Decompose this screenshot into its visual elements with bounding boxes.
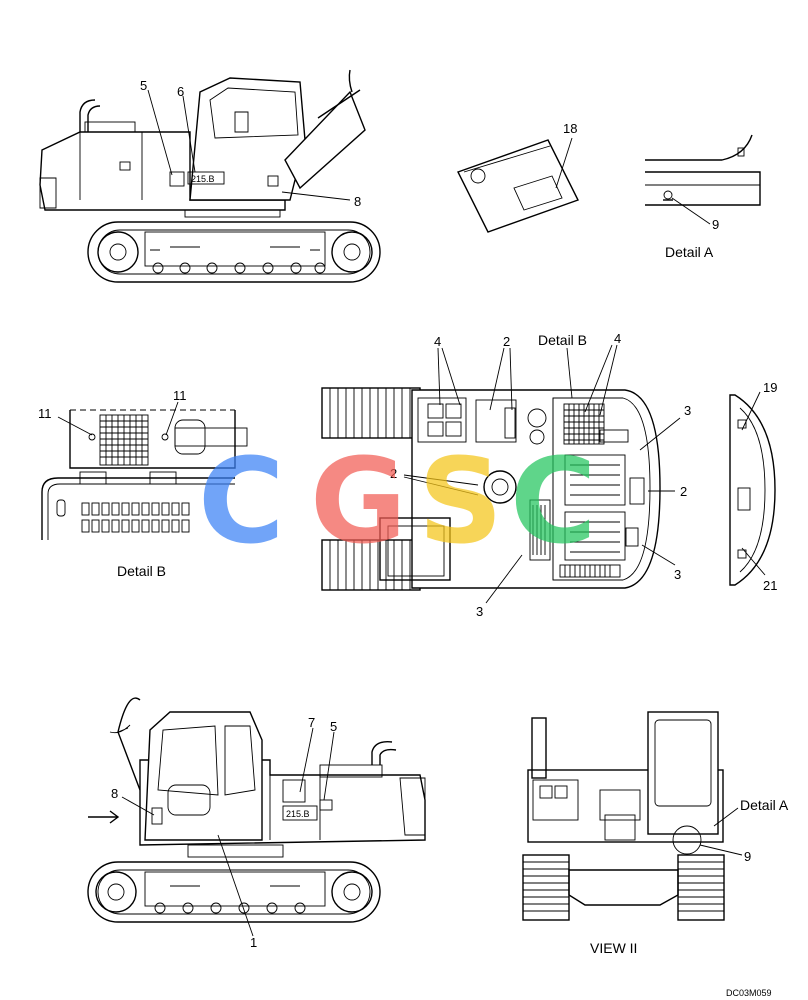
callout-9-detail-a: 9 bbox=[712, 217, 719, 232]
callout-9-rear: 9 bbox=[744, 849, 751, 864]
detail-b-label: Detail B bbox=[117, 563, 166, 579]
drawing-code: DC03M059 bbox=[726, 988, 772, 998]
callout-11-left: 11 bbox=[38, 406, 52, 421]
detail-a-ref: Detail A bbox=[740, 797, 789, 813]
callout-1: 1 bbox=[250, 935, 257, 950]
excavator-side-view-bottom: 215.B 7 5 8 1 bbox=[87, 697, 426, 950]
excavator-side-view-top: 215.B 5 6 8 bbox=[39, 69, 381, 283]
callout-6-top: 6 bbox=[177, 84, 184, 99]
decal-18: 18 bbox=[457, 121, 579, 233]
callout-2-right: 2 bbox=[680, 484, 687, 499]
callout-8-bottom: 8 bbox=[111, 786, 118, 801]
watermark-letter-1: C bbox=[198, 432, 285, 570]
callout-5-top: 5 bbox=[140, 78, 147, 93]
model-badge-bottom: 215.B bbox=[286, 809, 310, 819]
callout-21: 21 bbox=[763, 578, 777, 593]
callout-7: 7 bbox=[308, 715, 315, 730]
callout-2-top: 2 bbox=[503, 334, 510, 349]
callout-5-bottom: 5 bbox=[330, 719, 337, 734]
excavator-rear-view: Detail A 9 VIEW II bbox=[522, 711, 789, 956]
callout-4-left: 4 bbox=[434, 334, 441, 349]
watermark-letter-2: G bbox=[310, 432, 407, 570]
callout-4-right: 4 bbox=[614, 331, 621, 346]
detail-b: 11 11 Detail B bbox=[38, 388, 248, 579]
callout-3-lower: 3 bbox=[674, 567, 681, 582]
detail-a: 9 Detail A bbox=[645, 134, 761, 260]
callout-2-left: 2 bbox=[390, 466, 397, 481]
watermark-letter-4: C bbox=[510, 432, 597, 570]
detail-b-ref: Detail B bbox=[538, 332, 587, 348]
watermark-letter-3: S bbox=[418, 432, 503, 570]
callout-18: 18 bbox=[563, 121, 577, 136]
callout-3-upper: 3 bbox=[684, 403, 691, 418]
watermark: C G S C bbox=[198, 432, 597, 570]
callout-3-bottom: 3 bbox=[476, 604, 483, 619]
callout-11-right: 11 bbox=[173, 388, 187, 403]
view-ii-label: VIEW II bbox=[590, 940, 637, 956]
detail-a-label: Detail A bbox=[665, 244, 714, 260]
rear-counterweight-panel: 19 21 bbox=[729, 380, 777, 593]
model-badge-top: 215.B bbox=[191, 174, 215, 184]
callout-8-top: 8 bbox=[354, 194, 361, 209]
excavator-plan-view: 4 2 Detail B 4 3 2 2 3 3 bbox=[321, 331, 691, 619]
callout-19: 19 bbox=[763, 380, 777, 395]
